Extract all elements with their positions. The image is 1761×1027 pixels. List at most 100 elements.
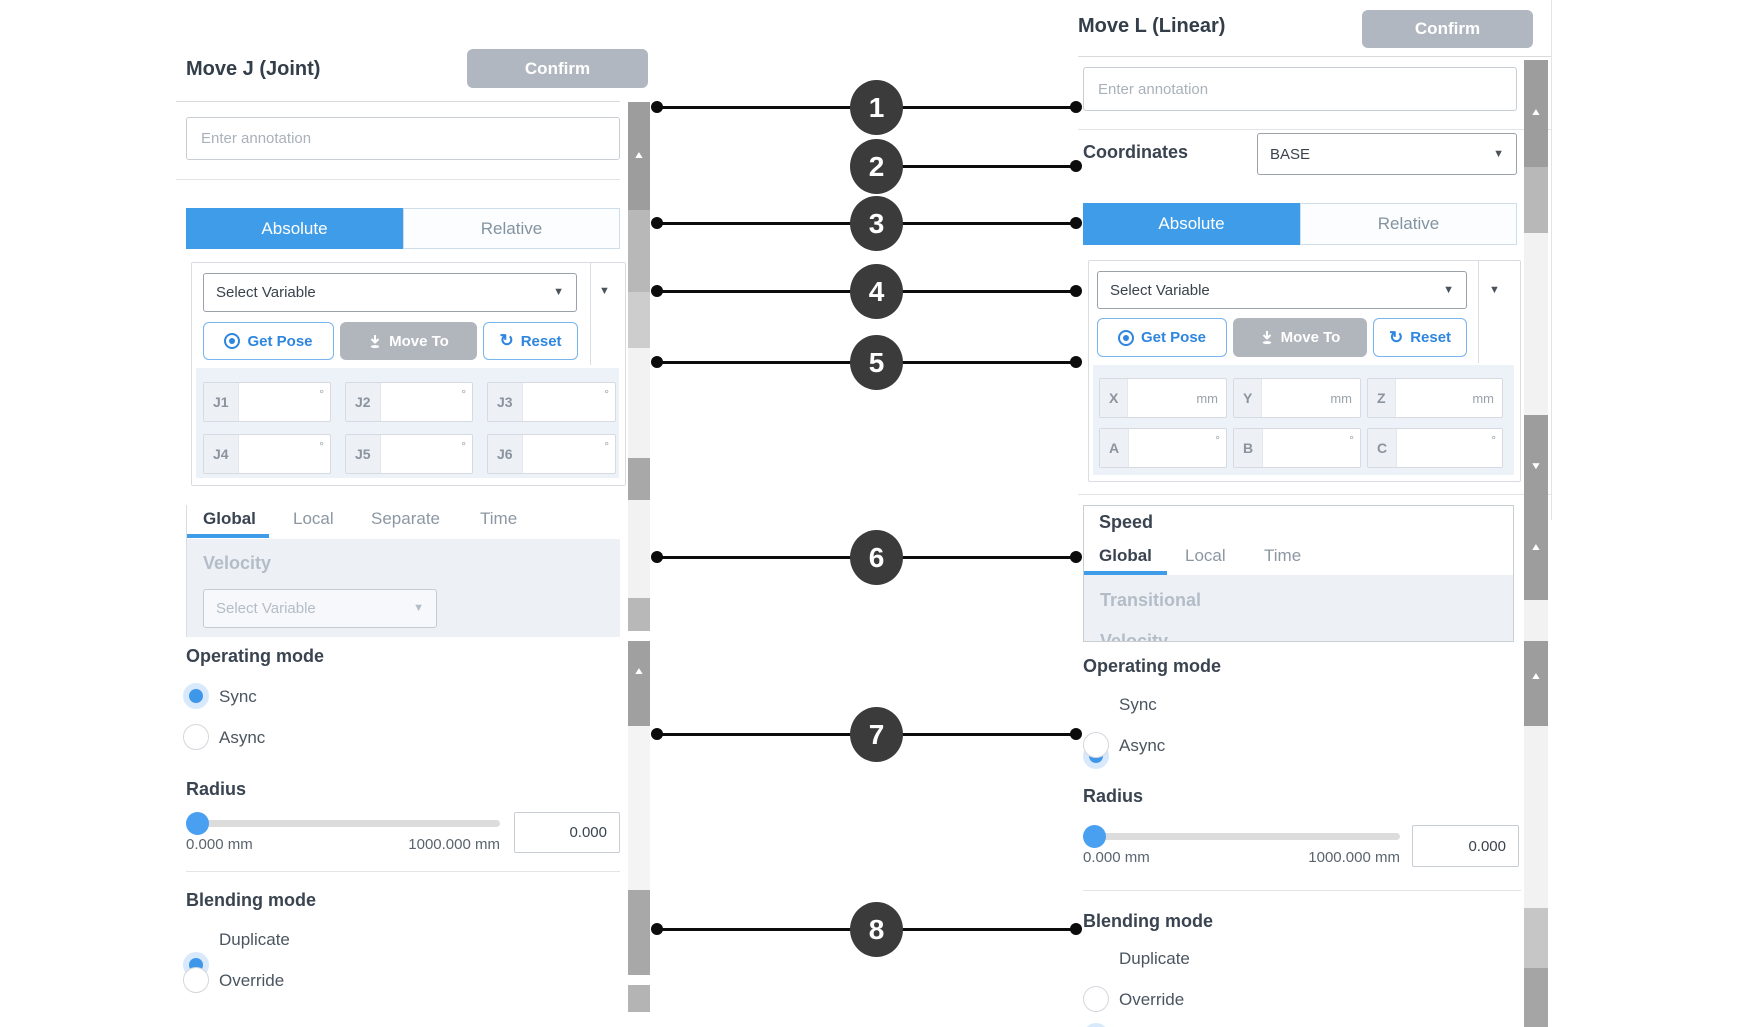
scroll-down-icon[interactable]: ▼ <box>1529 461 1543 472</box>
callout-dot <box>1070 728 1082 740</box>
joint-field-j1[interactable]: J1° <box>203 382 331 422</box>
callout-5: 5 <box>850 335 903 390</box>
divider <box>1078 129 1551 130</box>
panel-edge-line <box>1551 0 1552 520</box>
scroll-up-icon[interactable]: ▲ <box>1529 671 1543 682</box>
variable-select-value: Select Variable <box>216 284 316 301</box>
divider <box>1078 56 1551 57</box>
field-label: B <box>1234 429 1264 467</box>
move-l-get-pose-button[interactable]: Get Pose <box>1097 318 1227 357</box>
radius-slider-handle[interactable] <box>1083 825 1106 848</box>
move-j-annotation-input[interactable] <box>186 117 620 160</box>
radius-max-label: 1000.000 mm <box>1308 849 1400 866</box>
move-j-variable-select[interactable]: Select Variable ▼ <box>203 273 577 312</box>
speed-tab-local[interactable]: Local <box>293 509 334 528</box>
move-j-tab-relative[interactable]: Relative <box>403 208 620 249</box>
move-l-confirm-button[interactable]: Confirm <box>1362 10 1533 48</box>
scroll-up-icon[interactable]: ▲ <box>1529 107 1543 118</box>
move-l-variable-select[interactable]: Select Variable ▼ <box>1097 271 1467 309</box>
move-l-move-to-button[interactable]: Move To <box>1233 318 1367 357</box>
scroll-up-icon[interactable]: ▲ <box>632 666 646 677</box>
speed-tab-global[interactable]: Global <box>203 509 256 528</box>
pose-field-c[interactable]: C° <box>1367 428 1503 468</box>
move-l-annotation-input[interactable] <box>1083 67 1517 111</box>
radius-slider-handle[interactable] <box>186 812 209 835</box>
move-j-move-to-button[interactable]: Move To <box>340 322 477 360</box>
override-radio[interactable] <box>1083 986 1109 1012</box>
move-j-tab-absolute[interactable]: Absolute <box>186 208 403 249</box>
sync-radio-label[interactable]: Sync <box>219 687 257 706</box>
joint-field-j6[interactable]: J6° <box>487 434 616 474</box>
move-j-confirm-button[interactable]: Confirm <box>467 49 648 88</box>
collapse-chevron-icon[interactable]: ▼ <box>599 285 610 297</box>
scroll-up-icon[interactable]: ▲ <box>1529 542 1543 553</box>
field-label: J2 <box>346 383 381 421</box>
joint-field-j3[interactable]: J3° <box>487 382 616 422</box>
operating-mode-label: Operating mode <box>1083 656 1222 676</box>
divider <box>1078 494 1551 495</box>
move-l-title: Move L (Linear) <box>1078 15 1226 37</box>
transitional-area: Transitional Velocity <box>1084 575 1513 641</box>
speed-tab-time[interactable]: Time <box>480 509 518 528</box>
move-j-title: Move J (Joint) <box>186 58 321 80</box>
radius-slider-track[interactable] <box>186 820 500 827</box>
move-l-tab-absolute[interactable]: Absolute <box>1083 203 1300 245</box>
async-radio[interactable] <box>1083 732 1109 758</box>
duplicate-radio-label[interactable]: Duplicate <box>219 930 290 949</box>
radius-value-input[interactable]: 0.000 <box>1412 825 1519 867</box>
coordinates-select[interactable]: BASE ▼ <box>1257 133 1517 175</box>
override-radio-label[interactable]: Override <box>219 971 285 990</box>
duplicate-radio-label[interactable]: Duplicate <box>1119 949 1190 968</box>
move-j-reset-button[interactable]: ↻ Reset <box>483 322 578 360</box>
field-unit: mm <box>1330 390 1352 406</box>
radius-label: Radius <box>1083 786 1144 806</box>
move-l-tab-relative[interactable]: Relative <box>1300 203 1517 245</box>
callout-dot <box>651 285 663 297</box>
override-radio-label[interactable]: Override <box>1119 990 1185 1009</box>
field-unit: ° <box>1349 433 1354 447</box>
async-radio-label[interactable]: Async <box>219 728 266 747</box>
joint-field-j4[interactable]: J4° <box>203 434 331 474</box>
override-radio[interactable] <box>183 967 209 993</box>
move-j-get-pose-button[interactable]: Get Pose <box>203 322 334 360</box>
active-tab-underline <box>1084 571 1167 575</box>
field-unit: ° <box>461 387 466 401</box>
speed-section <box>186 505 621 637</box>
callout-dot <box>651 923 663 935</box>
speed-tab-time[interactable]: Time <box>1264 546 1302 565</box>
velocity-label: Velocity <box>203 553 272 573</box>
divider <box>1478 261 1479 363</box>
reset-icon: ↻ <box>1388 327 1404 347</box>
async-radio-label[interactable]: Async <box>1119 736 1166 755</box>
speed-tab-separate[interactable]: Separate <box>371 509 440 528</box>
scroll-up-icon[interactable]: ▲ <box>632 150 646 161</box>
reset-label: Reset <box>1410 329 1452 346</box>
move-l-reset-button[interactable]: ↻ Reset <box>1373 318 1467 357</box>
joint-field-j2[interactable]: J2 ° <box>345 382 473 422</box>
joint-field-j5[interactable]: J5° <box>345 434 473 474</box>
speed-tab-local[interactable]: Local <box>1185 546 1226 565</box>
field-label: J6 <box>488 435 523 473</box>
move-to-label: Move To <box>389 332 449 350</box>
pose-field-a[interactable]: A° <box>1099 428 1227 468</box>
radius-value-input[interactable]: 0.000 <box>514 812 620 853</box>
radius-slider-track[interactable] <box>1083 833 1400 840</box>
speed-tab-global[interactable]: Global <box>1099 546 1152 565</box>
sync-radio-label[interactable]: Sync <box>1119 695 1157 714</box>
field-label: J1 <box>204 383 239 421</box>
field-label: C <box>1368 429 1398 467</box>
pose-field-b[interactable]: B° <box>1233 428 1361 468</box>
async-radio[interactable] <box>183 724 209 750</box>
get-pose-label: Get Pose <box>247 332 313 350</box>
duplicate-radio[interactable] <box>1083 1023 1109 1027</box>
collapse-chevron-icon[interactable]: ▼ <box>1489 284 1500 296</box>
field-label: X <box>1100 379 1129 417</box>
callout-dot <box>651 728 663 740</box>
divider <box>176 101 620 102</box>
velocity-label-clipped: Velocity <box>1100 631 1169 641</box>
sync-radio[interactable] <box>183 683 209 709</box>
get-pose-label: Get Pose <box>1140 329 1207 346</box>
